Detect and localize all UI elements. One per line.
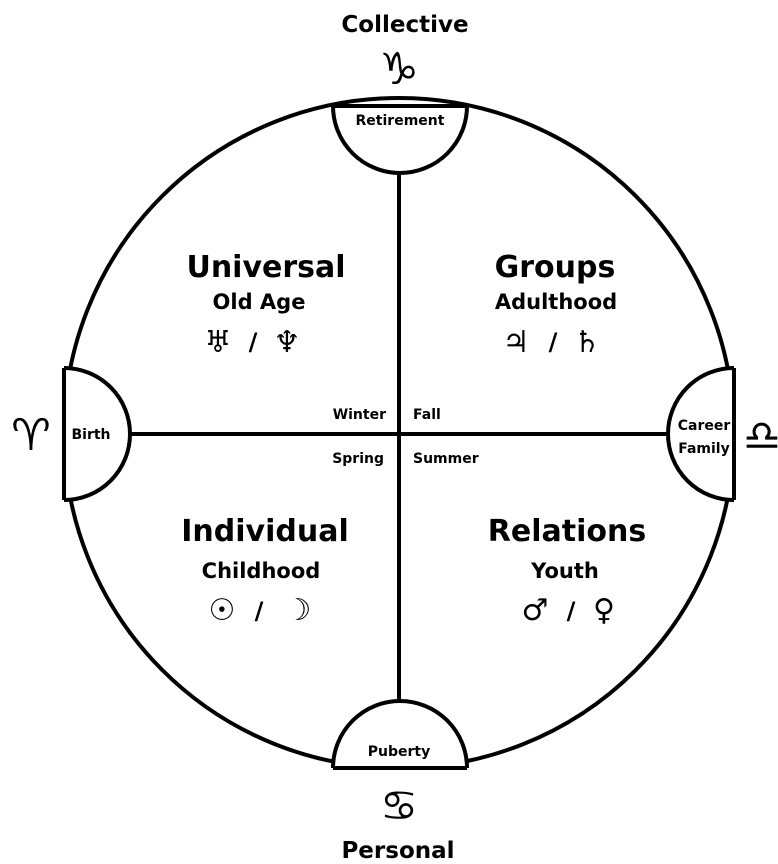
glyph-separator: / (549, 328, 558, 356)
season-fall: Fall (413, 407, 441, 423)
top-cusp-arc (331, 105, 469, 175)
quadrant-subtitle: Childhood (202, 559, 321, 583)
quadrant-subtitle: Adulthood (495, 290, 617, 314)
cusp-label-top: Retirement (356, 113, 445, 129)
glyph-separator: / (567, 597, 576, 625)
quadrant-top-right: Groups Adulthood ♃ / ♄ (495, 250, 618, 360)
moon-icon: ☽ (285, 593, 312, 628)
cusp-label-right-line2: Family (678, 441, 730, 457)
season-summer: Summer (413, 451, 479, 467)
left-cusp-arc (63, 366, 132, 502)
sun-icon: ☉ (209, 593, 236, 628)
bottom-cusp-arc (331, 699, 469, 769)
capricorn-icon: ♑ (379, 44, 418, 95)
cancer-icon: ♋ (380, 781, 418, 830)
right-cusp-arc (666, 366, 735, 502)
quadrant-title: Relations (488, 514, 646, 549)
libra-icon: ♎ (743, 411, 778, 460)
venus-icon: ♀ (593, 593, 615, 628)
quadrant-subtitle: Youth (530, 559, 599, 583)
quadrant-title: Universal (186, 250, 345, 285)
glyph-separator: / (249, 328, 258, 356)
quadrant-subtitle: Old Age (213, 290, 306, 314)
top-axis-label: Collective (341, 12, 468, 38)
glyph-separator: / (255, 597, 264, 625)
quadrant-bottom-left: Individual Childhood ☉ / ☽ (181, 514, 348, 628)
quadrant-title: Individual (181, 514, 348, 549)
quadrant-bottom-right: Relations Youth ♂ / ♀ (488, 514, 646, 628)
aries-icon: ♈ (11, 410, 50, 461)
bottom-axis-label: Personal (341, 838, 454, 864)
mars-icon: ♂ (522, 593, 549, 628)
quadrant-top-left: Universal Old Age ♅ / ♆ (186, 250, 345, 360)
uranus-icon: ♅ (205, 325, 232, 360)
quadrant-title: Groups (495, 250, 616, 285)
jupiter-icon: ♃ (503, 325, 530, 360)
neptune-icon: ♆ (274, 325, 301, 360)
saturn-icon: ♄ (574, 325, 601, 360)
cusp-label-left: Birth (71, 427, 110, 443)
cusp-label-right-line1: Career (678, 418, 731, 434)
season-winter: Winter (333, 407, 386, 423)
cusp-label-bottom: Puberty (368, 744, 430, 760)
season-spring: Spring (332, 451, 384, 467)
